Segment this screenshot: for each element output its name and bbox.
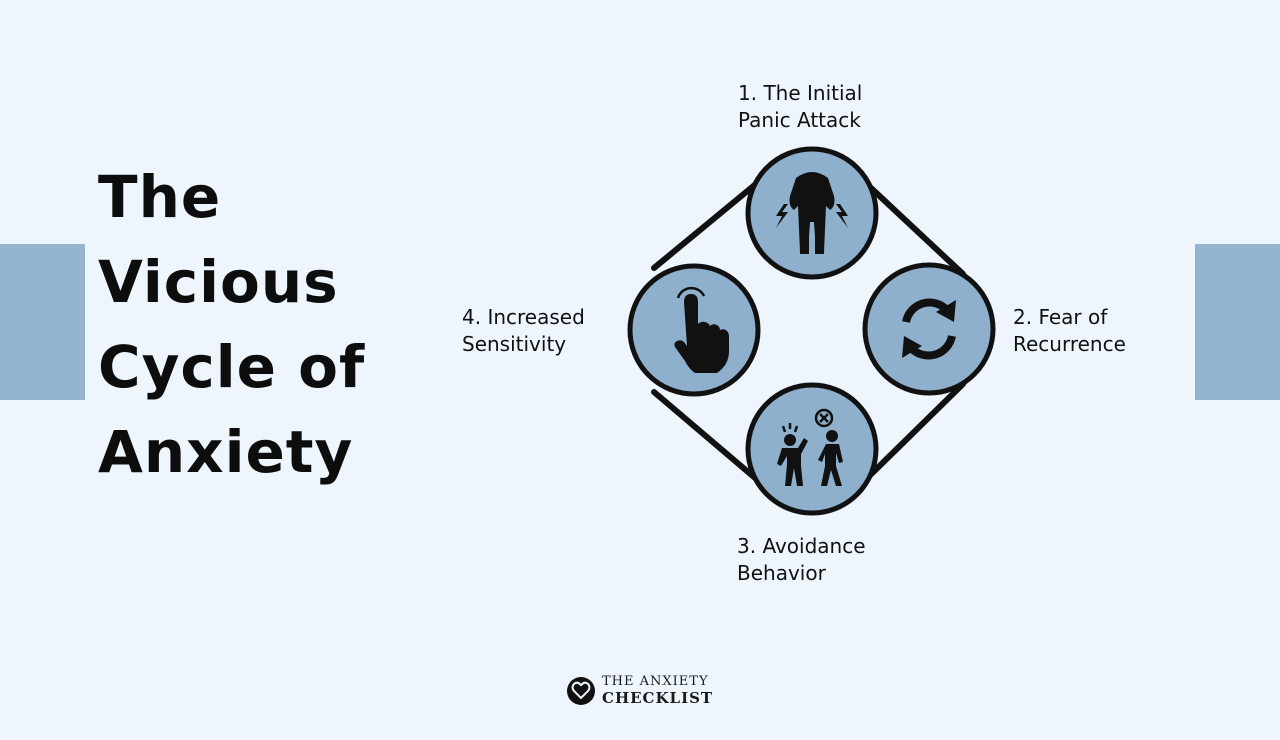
- step-3-line1: 3. Avoidance: [737, 534, 866, 558]
- step-1-line2: Panic Attack: [738, 108, 861, 132]
- step-2-label: 2. Fear of Recurrence: [1013, 304, 1126, 358]
- step-4-circle: [627, 263, 761, 397]
- title-line-3: Cycle of: [98, 333, 366, 401]
- avoiding-people-icon: [777, 408, 843, 486]
- step-1-circle: [745, 146, 879, 280]
- heart-badge-icon: [567, 677, 595, 705]
- step-3-line2: Behavior: [737, 561, 826, 585]
- left-accent-bar: [0, 244, 85, 400]
- title-line-2: Vicious: [98, 248, 339, 316]
- title-line-4: Anxiety: [98, 418, 354, 486]
- step-2-circle: [862, 262, 996, 396]
- step-3-circle: [745, 382, 879, 516]
- refresh-cycle-icon: [902, 298, 956, 360]
- step-3-label: 3. Avoidance Behavior: [737, 533, 866, 587]
- step-4-line2: Sensitivity: [462, 332, 567, 356]
- step-4-label: 4. Increased Sensitivity: [462, 304, 585, 358]
- brand-name-line2: CHECKLIST: [602, 689, 714, 707]
- brand-name-line1: THE ANXIETY: [602, 674, 709, 689]
- step-2-line1: 2. Fear of: [1013, 305, 1108, 329]
- panic-person-icon: [776, 172, 848, 254]
- step-2-line2: Recurrence: [1013, 332, 1126, 356]
- step-1-line1: 1. The Initial: [738, 81, 863, 105]
- step-1-label: 1. The Initial Panic Attack: [738, 80, 862, 134]
- step-4-line1: 4. Increased: [462, 305, 585, 329]
- pointing-hand-icon: [674, 286, 729, 373]
- right-accent-bar: [1195, 244, 1280, 400]
- title-line-1: The: [98, 163, 222, 231]
